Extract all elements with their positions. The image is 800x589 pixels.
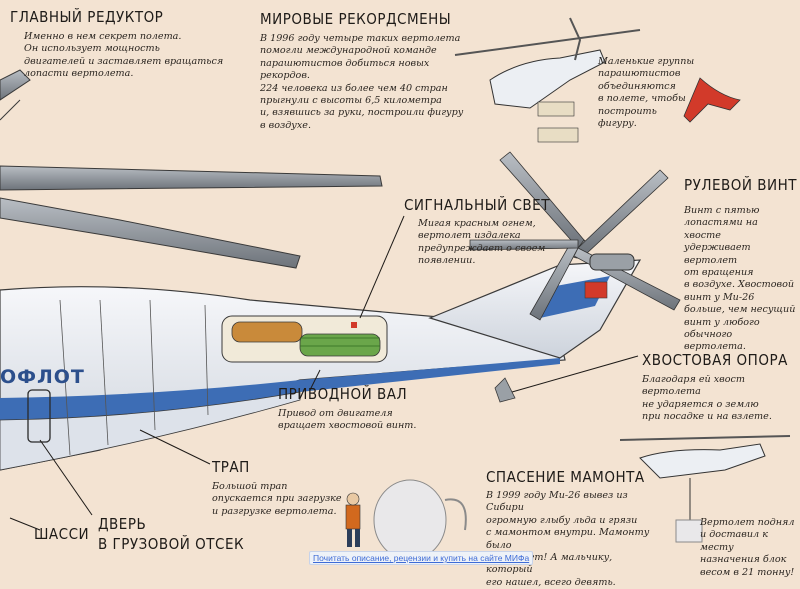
signal-light-title: СИГНАЛЬНЫЙ СВЕТ <box>404 196 550 214</box>
mammoth-scene <box>345 479 467 561</box>
parachutists-text: Маленькие группы парашютистов объединяют… <box>598 56 695 130</box>
tail-rotor-text: Винт с пятью лопастями на хвосте удержив… <box>684 205 796 353</box>
main-rotor-blades <box>0 69 383 269</box>
tail-rotor-title: РУЛЕВОЙ ВИНТ <box>684 176 798 194</box>
chassis-title: ШАССИ <box>34 525 90 543</box>
world-records-title: МИРОВЫЕ РЕКОРДСМЕНЫ <box>260 10 452 28</box>
tail-support-text: Благодаря ей хвост вертолета не ударяетс… <box>642 374 772 423</box>
mammoth-text: В 1999 году Ми-26 вывез из Сибири огромн… <box>486 490 650 588</box>
book-link[interactable]: Почитать описание, рецензии и купить на … <box>309 551 534 565</box>
cargo-door-title: ДВЕРЬ В ГРУЗОВОЙ ОТСЕК <box>98 515 245 553</box>
small-helicopter-top <box>454 17 741 143</box>
tail-rotor <box>469 151 681 321</box>
mammoth-lift-text: Вертолет поднял и доставил к месту назна… <box>700 517 795 578</box>
mammoth-title: СПАСЕНИЕ МАМОНТА <box>486 468 645 486</box>
leader-lines <box>9 215 639 531</box>
drive-shaft-title: ПРИВОДНОЙ ВАЛ <box>278 385 408 403</box>
drive-shaft-text: Привод от двигателя вращает хвостовой ви… <box>278 408 417 432</box>
drive-shaft <box>221 315 388 363</box>
small-helicopter-lift <box>619 435 791 543</box>
signal-light-text: Мигая красным огнем, вертолет издалека п… <box>418 218 546 267</box>
world-records-text: В 1996 году четыре таких вертолета помог… <box>260 33 464 131</box>
signal-light-marker <box>351 322 357 328</box>
ramp-title: ТРАП <box>212 458 250 476</box>
main-gearbox-text: Именно в нем секрет полета. Он используе… <box>24 31 224 80</box>
main-gearbox-title: ГЛАВНЫЙ РЕДУКТОР <box>10 8 164 26</box>
fuselage <box>0 286 566 471</box>
ramp-text: Большой трап опускается при загрузке и р… <box>212 481 342 517</box>
tail-support-title: ХВОСТОВАЯ ОПОРА <box>642 351 788 369</box>
fuselage-lettering: ОФЛОТ <box>0 366 85 388</box>
